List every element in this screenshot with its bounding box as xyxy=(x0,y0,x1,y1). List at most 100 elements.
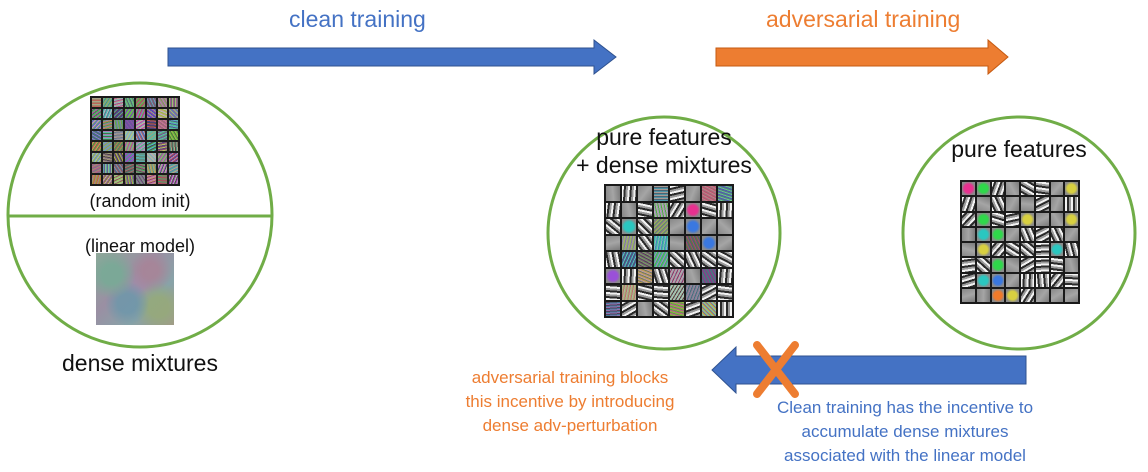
blocked-note-line: this incentive by introducing xyxy=(465,392,675,411)
filter-tile xyxy=(1065,288,1078,302)
filter-tile xyxy=(606,186,620,201)
filter-tile xyxy=(136,109,145,118)
filter-tile xyxy=(670,301,684,316)
filter-tile xyxy=(1050,288,1064,302)
filter-tile xyxy=(702,285,716,300)
filter-tile xyxy=(114,109,123,118)
filter-tile xyxy=(976,288,990,302)
filter-tile xyxy=(147,164,156,173)
middle-title-line2: + dense mixtures xyxy=(576,152,752,178)
filter-tile xyxy=(702,252,716,267)
filter-tile xyxy=(1006,273,1019,287)
filter-tile xyxy=(638,235,652,250)
blocked-note: adversarial training blocks this incenti… xyxy=(420,366,720,438)
filter-tile xyxy=(638,219,652,234)
filter-tile xyxy=(606,219,620,234)
filter-tile xyxy=(1006,288,1019,302)
filter-tile xyxy=(1021,273,1034,287)
middle-title-line1: pure features xyxy=(596,124,732,150)
filter-tile xyxy=(718,219,732,234)
filter-tile xyxy=(92,142,101,151)
filter-tile xyxy=(1035,182,1049,196)
filter-tile xyxy=(654,301,668,316)
filter-tile xyxy=(962,182,975,196)
filter-tile xyxy=(654,252,668,267)
filter-tile xyxy=(606,268,620,283)
filter-tile xyxy=(976,182,990,196)
filter-tile xyxy=(92,109,101,118)
filter-tile xyxy=(1050,182,1064,196)
filter-tile xyxy=(147,109,156,118)
filter-tile xyxy=(114,175,123,184)
filter-tile xyxy=(1035,197,1049,211)
filter-tile xyxy=(1021,288,1034,302)
filter-tile xyxy=(92,120,101,129)
filter-tile xyxy=(654,268,668,283)
filter-tile xyxy=(136,175,145,184)
filter-tile xyxy=(103,164,112,173)
filter-tile xyxy=(718,285,732,300)
blocked-note-line: dense adv-perturbation xyxy=(482,416,658,435)
filter-tile xyxy=(991,258,1005,272)
filter-tile xyxy=(1021,197,1034,211)
linear-model-caption: (linear model) xyxy=(84,236,196,256)
filter-tile xyxy=(158,175,167,184)
filter-tile xyxy=(1006,243,1019,257)
filter-tile xyxy=(702,301,716,316)
filter-tile xyxy=(622,219,636,234)
filter-tile xyxy=(702,202,716,217)
incentive-note-line: accumulate dense mixtures xyxy=(801,422,1009,441)
filter-tile xyxy=(638,285,652,300)
left-circle xyxy=(6,81,274,349)
filter-tile xyxy=(622,252,636,267)
filter-tile xyxy=(1021,212,1034,226)
filter-tile xyxy=(1065,243,1078,257)
filter-tile xyxy=(114,153,123,162)
filter-tile xyxy=(92,175,101,184)
filter-tile xyxy=(991,288,1005,302)
filter-tile xyxy=(1035,243,1049,257)
filter-tile xyxy=(169,120,178,129)
filter-tile xyxy=(702,219,716,234)
filter-tile xyxy=(114,98,123,107)
filter-tile xyxy=(962,212,975,226)
filter-tile xyxy=(125,153,134,162)
filter-tile xyxy=(718,252,732,267)
filter-tile xyxy=(718,202,732,217)
filter-tile xyxy=(103,153,112,162)
filter-tile xyxy=(686,252,700,267)
filter-tile xyxy=(169,175,178,184)
filter-tile xyxy=(702,235,716,250)
filter-tile xyxy=(606,301,620,316)
filter-tile xyxy=(976,227,990,241)
filter-tile xyxy=(1035,258,1049,272)
filter-tile xyxy=(1035,288,1049,302)
filter-tile xyxy=(718,235,732,250)
filter-tile xyxy=(670,202,684,217)
filter-tile xyxy=(606,285,620,300)
filter-tile xyxy=(147,153,156,162)
filter-tile xyxy=(125,109,134,118)
filter-tile xyxy=(1065,182,1078,196)
filter-tile xyxy=(976,212,990,226)
filter-tile xyxy=(718,268,732,283)
filter-tile xyxy=(670,268,684,283)
filter-tile xyxy=(1035,273,1049,287)
filter-tile xyxy=(136,120,145,129)
middle-circle xyxy=(546,115,782,351)
filter-tile xyxy=(962,273,975,287)
right-circle xyxy=(901,115,1137,351)
filter-tile xyxy=(686,301,700,316)
filter-tile xyxy=(114,131,123,140)
filter-tile xyxy=(962,288,975,302)
filter-tile xyxy=(638,268,652,283)
filter-tile xyxy=(962,227,975,241)
filter-tile xyxy=(622,235,636,250)
clean-training-label: clean training xyxy=(289,6,426,32)
filter-tile xyxy=(125,175,134,184)
backward-incentive-arrow xyxy=(711,345,1027,395)
incentive-note-line: associated with the linear model xyxy=(784,446,1026,465)
filter-tile xyxy=(606,252,620,267)
filter-tile xyxy=(1065,212,1078,226)
